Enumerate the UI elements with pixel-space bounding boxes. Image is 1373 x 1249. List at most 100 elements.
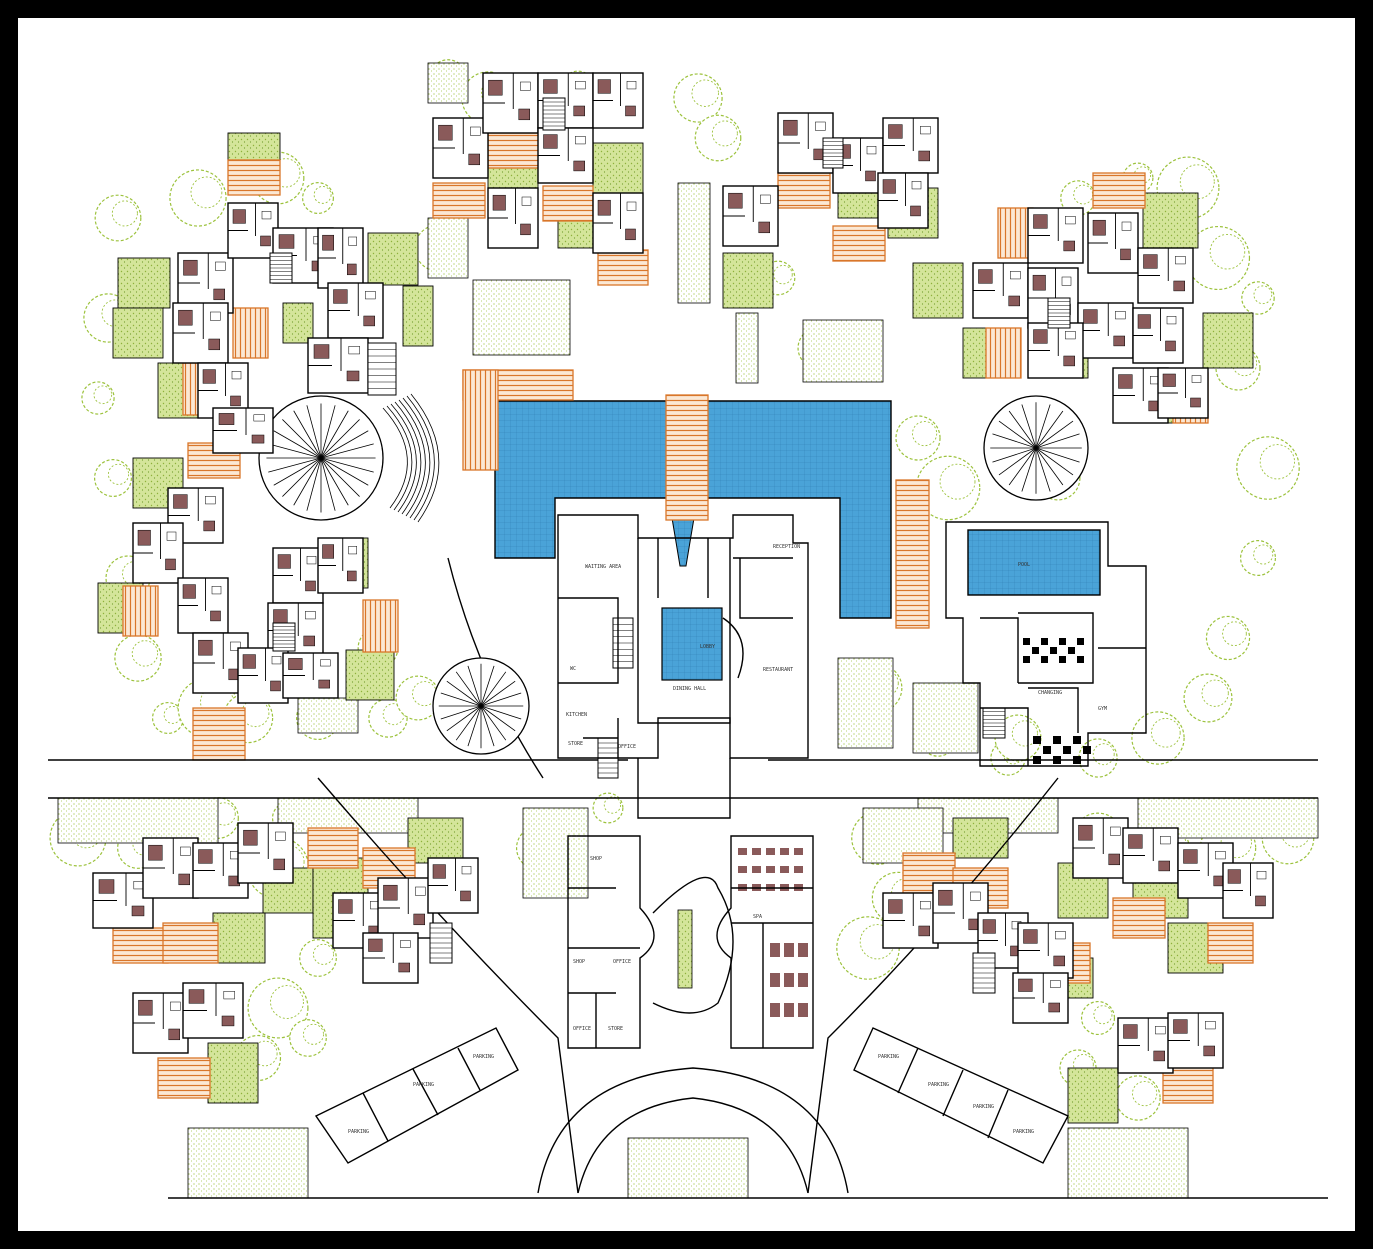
recreation-block	[945, 521, 1147, 767]
bed-icon	[322, 234, 334, 251]
bath-icon	[170, 1001, 181, 1011]
apartment-unit	[317, 537, 364, 594]
pergola-roof	[597, 249, 649, 286]
bath-icon	[521, 196, 532, 206]
bed-icon	[383, 884, 398, 901]
label-store-2: STORE	[608, 1026, 623, 1032]
tree-icon	[94, 459, 132, 497]
bed-icon	[1227, 869, 1241, 884]
bed-icon	[982, 919, 996, 934]
lawn-area	[735, 312, 759, 384]
bed-icon	[488, 79, 503, 96]
apartment-unit	[1077, 302, 1134, 359]
spa-bed-icon	[798, 943, 808, 957]
bath-icon	[1215, 851, 1226, 860]
plaza-spoke	[992, 447, 1037, 463]
sofa-icon	[1173, 280, 1185, 292]
lawn-area	[837, 657, 894, 749]
label-shop-2: SHOP	[573, 959, 585, 965]
bed-icon	[218, 413, 235, 425]
bath-icon	[1115, 311, 1126, 320]
apartment-unit	[182, 982, 244, 1039]
pergola-roof	[232, 307, 269, 359]
secondary-swimming-pool	[967, 529, 1101, 596]
courtyard-garden	[367, 232, 419, 286]
sofa-icon	[520, 223, 531, 236]
plaza-spoke	[992, 433, 1037, 449]
plaza-spoke	[1021, 447, 1037, 492]
sofa-icon	[1120, 248, 1131, 261]
south-service-block-right	[716, 835, 814, 1049]
courtyard-garden	[282, 302, 314, 344]
bed-icon	[1173, 1019, 1188, 1034]
apartment-unit	[1087, 212, 1139, 274]
sofa-icon	[625, 105, 636, 117]
bath-icon	[1061, 276, 1072, 286]
bath-icon	[1065, 216, 1076, 225]
pergola-roof	[157, 1057, 211, 1099]
bath-icon	[1191, 375, 1202, 383]
tile-icon	[1043, 746, 1051, 754]
bath-icon	[230, 641, 241, 651]
plaza-spoke	[320, 419, 360, 459]
main-swimming-pool	[494, 400, 892, 619]
tile-icon	[1077, 638, 1084, 645]
sofa-icon	[168, 1028, 180, 1041]
bed-icon	[198, 639, 213, 656]
label-shop-1: SHOP	[590, 856, 602, 862]
plaza-spoke	[1008, 410, 1037, 449]
plaza-spoke	[320, 443, 374, 459]
bath-icon	[866, 146, 877, 155]
label-parking-l1: PARKING	[348, 1129, 369, 1135]
sofa-icon	[1203, 1045, 1215, 1057]
apartment-unit	[282, 652, 339, 699]
apartment-unit	[362, 932, 419, 984]
bath-icon	[1110, 826, 1121, 836]
tree-icon	[1183, 673, 1233, 723]
plaza-spoke	[273, 430, 322, 459]
tile-icon	[1073, 756, 1081, 764]
sofa-icon	[303, 635, 315, 647]
pergola-roof	[227, 159, 281, 196]
tree-icon	[1115, 1075, 1161, 1121]
plaza-spoke	[480, 692, 522, 707]
bed-icon	[313, 344, 330, 359]
plaza-spoke	[320, 457, 374, 473]
apartment-unit	[1167, 1012, 1224, 1069]
bed-icon	[1162, 373, 1176, 387]
step-arc	[402, 397, 431, 519]
tile-icon	[1063, 746, 1071, 754]
bed-icon	[273, 609, 288, 624]
table-icon	[766, 866, 775, 873]
bath-icon	[911, 181, 922, 190]
plaza-spoke	[320, 410, 349, 459]
bath-icon	[348, 546, 357, 555]
sofa-icon	[347, 263, 357, 276]
bed-icon	[173, 494, 188, 509]
pergola-roof	[665, 394, 709, 521]
bed-icon	[277, 554, 291, 569]
bath-icon	[1256, 871, 1267, 880]
courtyard-garden	[1067, 1067, 1119, 1124]
tree-icon	[592, 792, 624, 824]
bed-icon	[98, 879, 115, 894]
plaza-spoke	[1035, 404, 1051, 449]
central-clubhouse	[557, 514, 809, 819]
bath-icon	[1055, 931, 1066, 940]
apartment-unit	[1122, 827, 1179, 884]
plaza-spoke	[320, 457, 349, 506]
sofa-icon	[625, 228, 636, 241]
lawn-area	[522, 807, 589, 899]
bath-icon	[1175, 256, 1186, 265]
tile-icon	[1041, 638, 1048, 645]
bath-icon	[1160, 836, 1171, 845]
label-waiting-area: WAITING AREA	[585, 564, 621, 570]
lawn-area	[1067, 1127, 1189, 1199]
apartment-unit	[972, 262, 1029, 319]
apartment-unit	[592, 72, 644, 129]
courtyard-garden	[407, 817, 464, 864]
sofa-icon	[165, 558, 176, 571]
tile-icon	[1083, 746, 1091, 754]
bath-icon	[210, 311, 221, 321]
pergola-roof	[1112, 897, 1166, 939]
